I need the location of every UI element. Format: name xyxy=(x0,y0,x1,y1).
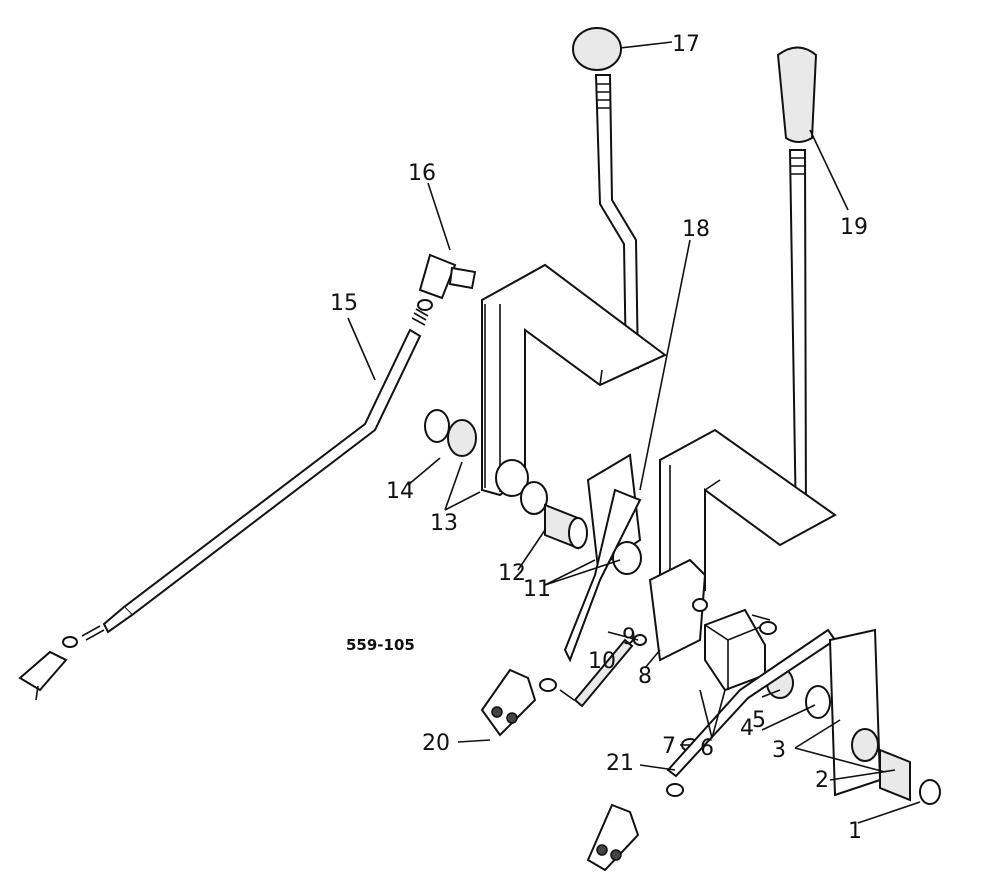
upper-bracket xyxy=(481,263,667,497)
callout-2: 2 xyxy=(815,768,829,793)
nut-9 xyxy=(633,634,647,646)
callout-8: 8 xyxy=(638,664,652,689)
callout-9: 9 xyxy=(622,625,636,650)
callout-14: 14 xyxy=(386,479,414,504)
callout-11: 11 xyxy=(523,577,551,602)
selector-block xyxy=(704,608,766,692)
bushing-3 xyxy=(851,728,911,802)
callout-7: 7 xyxy=(662,734,676,759)
rod-18 xyxy=(563,488,642,663)
callout-19: 19 xyxy=(840,215,868,240)
bracket-plate-8 xyxy=(648,558,708,662)
nut-10 xyxy=(539,678,557,692)
callout-13: 13 xyxy=(430,511,458,536)
callout-21: 21 xyxy=(606,751,634,776)
callout-18: 18 xyxy=(682,217,710,242)
drawing-number: 559-105 xyxy=(346,636,415,654)
pin-10 xyxy=(573,638,634,708)
bushing-12 xyxy=(544,503,588,550)
callout-5: 5 xyxy=(752,708,766,733)
ball-joint-lower xyxy=(18,636,78,701)
snap-ring-1 xyxy=(919,779,941,805)
callout-6: 6 xyxy=(700,736,714,761)
callout-17: 17 xyxy=(672,32,700,57)
callout-labels: 1 2 3 4 5 6 7 8 9 10 11 12 13 14 15 16 1… xyxy=(330,32,868,844)
clevis-20 xyxy=(480,668,537,737)
callout-20: 20 xyxy=(422,731,450,756)
nut-21 xyxy=(666,783,684,797)
bushing-13 xyxy=(495,459,548,515)
callout-16: 16 xyxy=(408,161,436,186)
callout-10: 10 xyxy=(588,649,616,674)
washer-14 xyxy=(424,409,477,457)
gear-lever-19 xyxy=(776,46,818,526)
callout-4: 4 xyxy=(740,716,754,741)
callout-15: 15 xyxy=(330,291,358,316)
clevis-lower xyxy=(586,803,640,872)
link-rod-15 xyxy=(81,308,429,641)
callout-12: 12 xyxy=(498,561,526,586)
leader-lines xyxy=(347,41,921,824)
callout-3: 3 xyxy=(772,738,786,763)
ball-joint-16 xyxy=(417,253,477,311)
callout-1: 1 xyxy=(848,819,862,844)
washer-6 xyxy=(759,621,777,635)
